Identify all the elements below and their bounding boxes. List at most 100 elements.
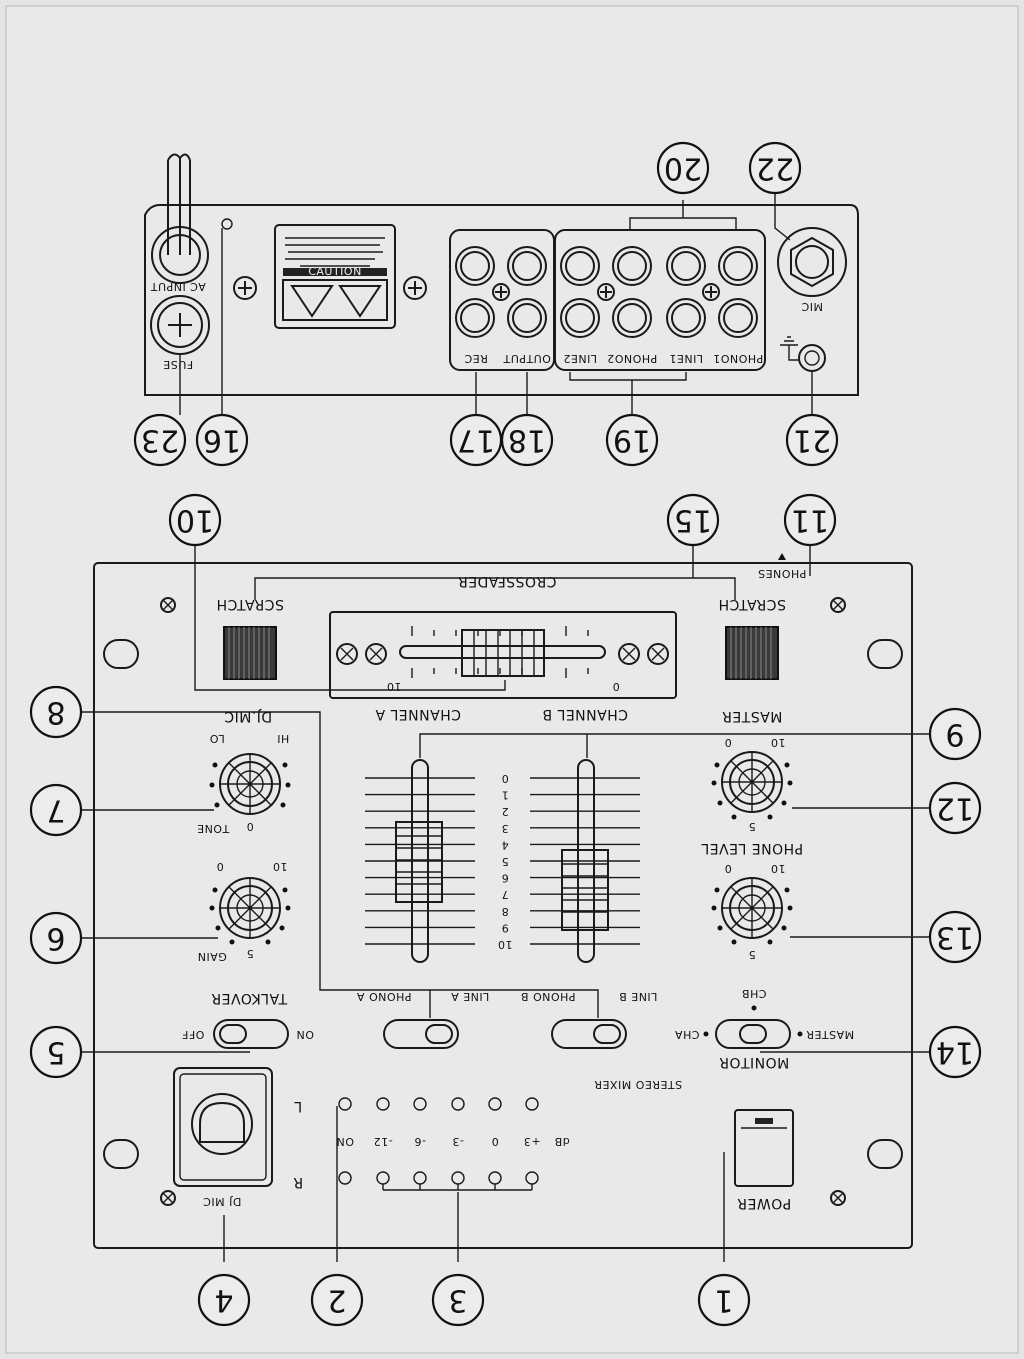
- front-panel: CROSSFADER SCRATCH SCRATCH PHONES 10 0: [93, 553, 913, 1249]
- callout-number: 11: [791, 503, 829, 538]
- talkover-switch[interactable]: [213, 1019, 289, 1049]
- vu-scale-label: 0: [491, 1135, 499, 1148]
- phone-scale-mid: 5: [748, 948, 756, 961]
- phone-level-label: PHONE LEVEL: [701, 840, 803, 856]
- monitor-master-label: MASTER: [806, 1028, 854, 1041]
- rca-jack[interactable]: [612, 246, 652, 286]
- rca-jack[interactable]: [666, 246, 706, 286]
- rca-jack[interactable]: [612, 298, 652, 338]
- screw-icon: [618, 643, 640, 665]
- knob-dots: [209, 887, 291, 945]
- channel-a-fader[interactable]: [395, 759, 443, 963]
- vu-scale-label: -6: [414, 1135, 426, 1148]
- callout-number: 13: [936, 920, 974, 955]
- master-knob[interactable]: [721, 751, 783, 813]
- right-channel-label: R: [293, 1174, 303, 1190]
- fader-scale-number: 0: [501, 772, 509, 785]
- rca-jack[interactable]: [560, 246, 600, 286]
- knob-dots: [711, 762, 793, 820]
- channel-b-fader[interactable]: [561, 759, 609, 963]
- channel-b-input-switch[interactable]: [551, 1019, 627, 1049]
- screw-icon: [702, 283, 720, 301]
- channel-a-input-switch[interactable]: [383, 1019, 459, 1049]
- vu-led-left: [488, 1097, 502, 1111]
- mic-label: MIC: [801, 300, 823, 313]
- gain-knob[interactable]: [219, 877, 281, 939]
- callout-number: 18: [508, 423, 546, 458]
- callout-number: 23: [141, 423, 179, 458]
- fuse-holder[interactable]: [150, 295, 210, 355]
- rca-jack[interactable]: [718, 298, 758, 338]
- vu-led-right: [338, 1171, 352, 1185]
- vu-led-left: [413, 1097, 427, 1111]
- dj-mic-jack[interactable]: [173, 1067, 273, 1187]
- fader-scale-number: 8: [501, 905, 509, 918]
- callout-number: 2: [327, 1283, 346, 1318]
- callout-3: 3: [431, 1273, 485, 1327]
- callout-4: 4: [197, 1273, 251, 1327]
- power-switch[interactable]: [734, 1109, 794, 1187]
- gain-label: GAIN: [197, 950, 227, 963]
- fader-scale-number: 5: [501, 855, 509, 868]
- scratch-right-button[interactable]: [725, 626, 779, 680]
- monitor-switch[interactable]: [715, 1019, 791, 1049]
- screw-icon: [492, 283, 510, 301]
- callout-number: 3: [448, 1283, 467, 1318]
- callout-19: 19: [605, 413, 659, 467]
- output-label: OUTPUT: [503, 352, 551, 365]
- callout-15: 15: [666, 493, 720, 547]
- rca-jack-rec-right[interactable]: [455, 298, 495, 338]
- ac-input-cable: [151, 153, 233, 284]
- fader-a-scale: [365, 777, 475, 945]
- screw-icon: [830, 597, 846, 613]
- callout-11: 11: [783, 493, 837, 547]
- tone-knob[interactable]: [219, 753, 281, 815]
- screw-icon: [830, 1190, 846, 1206]
- callout-number: 4: [214, 1283, 233, 1318]
- callout-number: 10: [176, 503, 214, 538]
- callout-number: 17: [457, 423, 495, 458]
- callout-1: 1: [697, 1273, 751, 1327]
- master-scale-max: 10: [771, 736, 786, 749]
- callout-6: 6: [29, 911, 83, 965]
- knob-dots: [711, 887, 793, 945]
- crossfader[interactable]: [329, 611, 677, 699]
- rca-jack[interactable]: [560, 298, 600, 338]
- callout-number: 1: [714, 1283, 733, 1318]
- vu-scale-label: ON: [336, 1135, 354, 1148]
- vu-led-left: [338, 1097, 352, 1111]
- rca-jack[interactable]: [666, 298, 706, 338]
- callout-13: 13: [928, 910, 982, 964]
- callout-18: 18: [500, 413, 554, 467]
- dj-mic-jack-label: DJ MIC: [203, 1195, 242, 1208]
- lo-label: LO: [209, 732, 224, 745]
- callout-number: 6: [46, 921, 65, 956]
- rca-jack-output-right[interactable]: [507, 298, 547, 338]
- phono-b-label: PHONO B: [521, 990, 576, 1003]
- phone-level-knob[interactable]: [721, 877, 783, 939]
- tone-scale-zero: 0: [246, 820, 254, 833]
- crossfader-scale-right: 0: [612, 680, 620, 693]
- monitor-label: MONITOR: [719, 1054, 790, 1070]
- rca-jack-output-left[interactable]: [507, 246, 547, 286]
- crossfader-label: CROSSFADER: [458, 573, 557, 589]
- vu-led-left: [525, 1097, 539, 1111]
- rca-jack-rec-left[interactable]: [455, 246, 495, 286]
- callout-number: 19: [613, 423, 651, 458]
- fader-scale-number: 7: [501, 888, 509, 901]
- rca-jack[interactable]: [718, 246, 758, 286]
- vu-scale-label: -12: [373, 1135, 392, 1148]
- mount-slot: [103, 639, 139, 669]
- warning-label: CAUTION: [274, 224, 396, 329]
- phono1-label: PHONO1: [713, 352, 763, 365]
- vu-scale-label: -3: [452, 1135, 464, 1148]
- callout-5: 5: [29, 1025, 83, 1079]
- master-label: MASTER: [722, 708, 783, 724]
- gain-scale-mid: 5: [246, 947, 254, 960]
- mic-jack[interactable]: [777, 227, 847, 297]
- scratch-left-button[interactable]: [223, 626, 277, 680]
- ground-terminal-icon[interactable]: [780, 336, 826, 372]
